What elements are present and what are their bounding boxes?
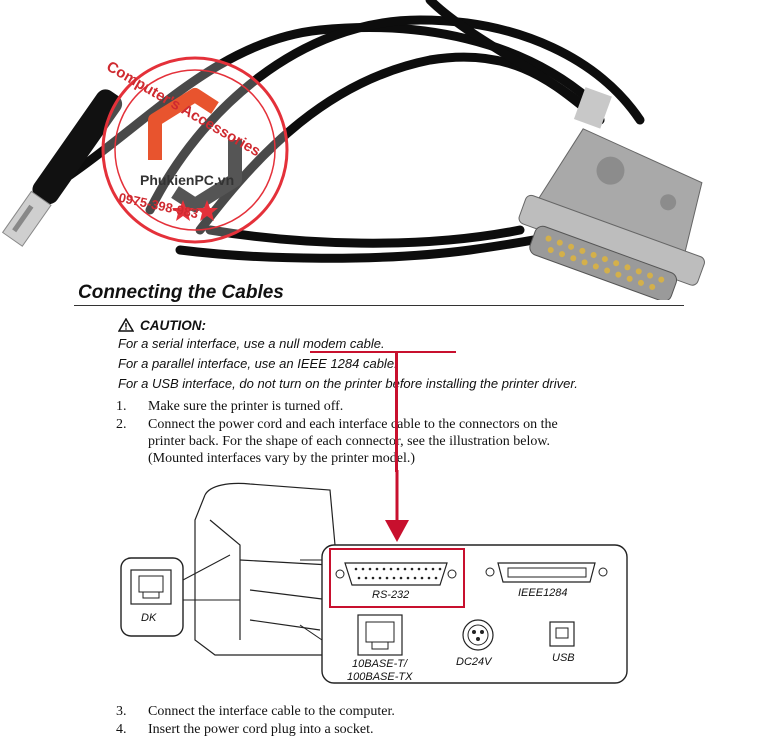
- label-ieee1284: IEEE1284: [518, 587, 568, 599]
- step-text: Connect the interface cable to the compu…: [148, 704, 395, 719]
- connector-diagram: [120, 470, 628, 684]
- step-number: 1.: [116, 399, 127, 414]
- label-dk: DK: [141, 612, 157, 624]
- step-number: 4.: [116, 722, 127, 737]
- step-number: 2.: [116, 417, 127, 432]
- step-2: 2. Connect the power cord and each interf…: [116, 417, 558, 433]
- section-heading: Connecting the Cables: [78, 282, 284, 303]
- warning-icon: [118, 318, 134, 332]
- step-number: 3.: [116, 704, 127, 719]
- step-3: 3. Connect the interface cable to the com…: [116, 704, 395, 720]
- watermark-brand: PhukienPC.vn: [140, 172, 235, 188]
- step-text: Connect the power cord and each interfac…: [148, 417, 558, 432]
- step-2-line-2: printer back. For the shape of each conn…: [148, 434, 551, 449]
- label-ethernet-2: 100BASE-TX: [347, 671, 413, 683]
- heading-rule: [74, 305, 684, 306]
- label-dc24v: DC24V: [456, 656, 492, 668]
- red-arrow-shaft: [395, 352, 398, 472]
- step-4: 4. Insert the power cord plug into a sock…: [116, 722, 374, 738]
- null-modem-highlight: [310, 351, 456, 353]
- caution-title: CAUTION:: [118, 318, 206, 333]
- caution-line-parallel: For a parallel interface, use an IEEE 12…: [118, 356, 398, 371]
- step-text: Make sure the printer is turned off.: [148, 399, 344, 414]
- label-ethernet: 10BASE-T/: [352, 658, 408, 670]
- label-rs232: RS-232: [372, 589, 410, 601]
- rs232-highlight: [329, 548, 465, 608]
- watermark-logo: [101, 56, 289, 244]
- cable-photo: [1, 0, 705, 300]
- step-1: 1. Make sure the printer is turned off.: [116, 399, 343, 415]
- caution-line-serial: For a serial interface, use a null modem…: [118, 336, 385, 351]
- step-text: Insert the power cord plug into a socket…: [148, 722, 374, 737]
- step-2-line-3: (Mounted interfaces vary by the printer …: [148, 451, 416, 466]
- label-usb: USB: [552, 652, 575, 664]
- caution-label: CAUTION:: [140, 318, 206, 333]
- caution-line-usb: For a USB interface, do not turn on the …: [118, 376, 578, 391]
